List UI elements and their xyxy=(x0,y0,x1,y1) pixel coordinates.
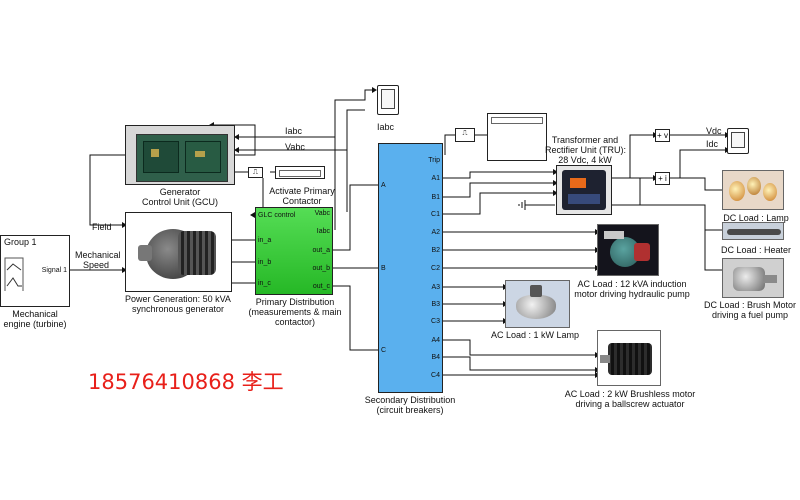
brushless-motor-image[interactable] xyxy=(597,330,661,386)
tru-label-2: Rectifier Unit (TRU): xyxy=(545,145,627,155)
signal-builder-block[interactable]: Group 1 Signal 1 xyxy=(0,235,70,307)
activate-label-1: Activate Primary xyxy=(269,186,335,196)
group-label-1: Mechanical xyxy=(12,309,58,319)
trip-display[interactable] xyxy=(487,113,547,161)
mechanical-speed-label-1: Mechanical xyxy=(75,250,121,260)
secondary-out-b2: B2 xyxy=(431,247,440,254)
secondary-in-a: A xyxy=(381,182,386,189)
gcu-block[interactable] xyxy=(125,125,235,185)
dc-motor-image[interactable] xyxy=(722,258,784,298)
primary-out-iabc: Iabc xyxy=(316,228,330,235)
secondary-in-c: C xyxy=(381,347,387,354)
contact-watermark: 18576410868 李工 xyxy=(88,370,284,394)
secondary-out-c2: C2 xyxy=(431,265,440,272)
gcu-board-image xyxy=(136,134,228,182)
dc-motor-label-2: driving a fuel pump xyxy=(711,310,789,320)
generator-label-1: Power Generation: 50 kVA xyxy=(125,294,231,304)
primary-out-b: out_b xyxy=(312,265,330,272)
primary-in-a: in_a xyxy=(258,237,272,244)
secondary-out-b4: B4 xyxy=(431,354,440,361)
gcu-label-2: Control Unit (GCU) xyxy=(141,197,218,207)
mechanical-speed-label-2: Speed xyxy=(83,260,110,270)
secondary-out-a2: A2 xyxy=(431,229,440,236)
primary-out-a: out_a xyxy=(312,247,330,254)
primary-label-2: (measurements & main xyxy=(248,307,342,317)
generator-label-2: synchronous generator xyxy=(131,304,225,314)
primary-out-vabc: Vabc xyxy=(314,210,330,217)
contactor-display[interactable] xyxy=(275,166,325,179)
secondary-out-c1: C1 xyxy=(431,211,440,218)
secondary-out-b3: B3 xyxy=(431,301,440,308)
tru-label-3: 28 Vdc, 4 kW xyxy=(558,155,612,165)
secondary-distribution-block[interactable]: A B C Trip A1 B1 C1 A2 B2 C2 A3 B3 C3 A4… xyxy=(378,143,443,393)
dc-heater-image[interactable] xyxy=(722,222,784,240)
current-sensor-block[interactable]: + i xyxy=(655,172,670,185)
group-port-label: Signal 1 xyxy=(41,267,67,274)
idc-label: Idc xyxy=(706,139,719,149)
secondary-label-2: (circuit breakers) xyxy=(376,405,444,415)
waveform-icon xyxy=(4,257,24,291)
induction-motor-image[interactable] xyxy=(597,224,659,276)
field-label: Field xyxy=(92,222,112,232)
dc-scope[interactable] xyxy=(727,128,749,154)
secondary-out-c3: C3 xyxy=(431,318,440,325)
step-block[interactable]: ⎍ xyxy=(248,167,263,178)
group-label-2: engine (turbine) xyxy=(3,319,67,329)
generator-image xyxy=(138,221,220,285)
secondary-label-1: Secondary Distribution xyxy=(364,395,456,405)
ac-lamp-label: AC Load : 1 kW Lamp xyxy=(490,330,580,340)
dc-heater-label: DC Load : Heater xyxy=(720,245,792,255)
activate-label-2: Contactor xyxy=(282,196,322,206)
iabc-scope[interactable] xyxy=(377,85,399,115)
primary-label-3: contactor) xyxy=(274,317,316,327)
voltage-sensor-block[interactable]: + v xyxy=(655,129,670,142)
iabc-scope-label: Iabc xyxy=(377,122,395,132)
secondary-out-a4: A4 xyxy=(431,337,440,344)
generator-block[interactable] xyxy=(125,212,232,292)
primary-in-b: in_b xyxy=(258,259,272,266)
induction-load-label-2: motor driving hydraulic pump xyxy=(574,289,690,299)
iabc-signal-label: Iabc xyxy=(285,126,303,136)
primary-distribution-block[interactable]: GLC control in_a in_b in_c Vabc Iabc out… xyxy=(255,207,333,295)
dc-lamp-label: DC Load : Lamp xyxy=(723,213,789,223)
primary-in-glc: GLC control xyxy=(258,212,296,219)
group-title: Group 1 xyxy=(4,237,37,247)
tru-label-1: Transformer and xyxy=(551,135,619,145)
vabc-signal-label: Vabc xyxy=(285,142,305,152)
vdc-label: Vdc xyxy=(706,126,722,136)
primary-label-1: Primary Distribution xyxy=(255,297,335,307)
secondary-out-trip: Trip xyxy=(428,157,440,164)
brushless-load-label-2: driving a ballscrew actuator xyxy=(575,399,685,409)
ac-lamp-image[interactable] xyxy=(505,280,570,328)
primary-in-c: in_c xyxy=(258,280,271,287)
trip-mux-block[interactable]: ⎍ xyxy=(455,128,475,142)
induction-load-label-1: AC Load : 12 kVA induction xyxy=(577,279,687,289)
tru-block[interactable] xyxy=(556,165,612,215)
brushless-load-label-1: AC Load : 2 kW Brushless motor xyxy=(564,389,696,399)
dc-motor-label-1: DC Load : Brush Motor xyxy=(703,300,797,310)
gcu-label-1: Generator xyxy=(159,187,201,197)
secondary-out-c4: C4 xyxy=(431,372,440,379)
tru-device-image xyxy=(562,170,606,210)
secondary-in-b: B xyxy=(381,265,386,272)
secondary-out-b1: B1 xyxy=(431,194,440,201)
dc-lamp-image[interactable] xyxy=(722,170,784,210)
secondary-out-a3: A3 xyxy=(431,284,440,291)
primary-out-c: out_c xyxy=(312,283,330,290)
secondary-out-a1: A1 xyxy=(431,175,440,182)
